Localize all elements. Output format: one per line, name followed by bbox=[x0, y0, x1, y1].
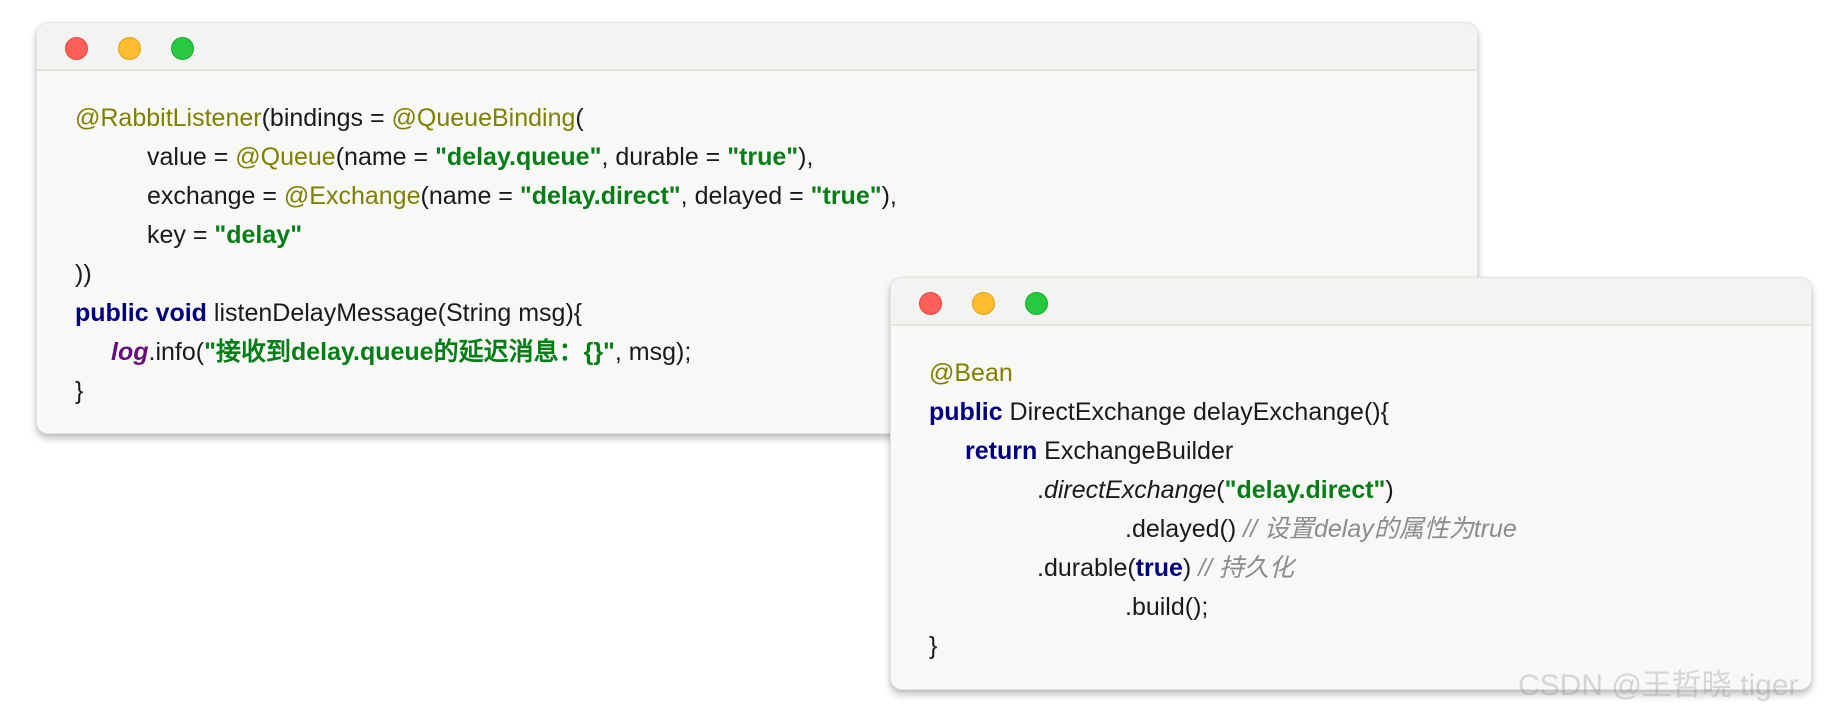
code-text: . bbox=[1037, 476, 1044, 504]
code-text: } bbox=[929, 632, 938, 660]
minimize-button[interactable] bbox=[118, 37, 141, 60]
code-text: , msg); bbox=[614, 338, 692, 366]
close-button[interactable] bbox=[919, 292, 942, 315]
code-text: , delayed = bbox=[680, 182, 811, 210]
code-window-listener: @RabbitListener(bindings = @QueueBinding… bbox=[36, 22, 1478, 434]
code-line: .delayed() // 设置delay的属性为true bbox=[1125, 510, 1517, 549]
string-literal: "delay.queue" bbox=[435, 143, 602, 171]
code-text: (name = bbox=[335, 143, 436, 171]
watermark: CSDN @王哲晓 tiger bbox=[1518, 669, 1799, 702]
code-line: @Bean bbox=[929, 354, 1013, 393]
code-text: .delayed() bbox=[1125, 515, 1244, 543]
code-text: listenDelayMessage(String msg){ bbox=[206, 299, 583, 327]
code-text: key = bbox=[147, 221, 215, 249]
code-line: )) bbox=[75, 255, 92, 294]
code-text: ), bbox=[798, 143, 814, 171]
code-line: } bbox=[929, 627, 937, 666]
code-text: DirectExchange delayExchange(){ bbox=[1002, 398, 1389, 426]
code-block: @Bean public DirectExchange delayExchang… bbox=[929, 354, 1517, 660]
code-text: ExchangeBuilder bbox=[1037, 437, 1234, 465]
code-text: exchange = bbox=[147, 182, 284, 210]
code-line: @RabbitListener(bindings = @QueueBinding… bbox=[75, 99, 584, 138]
code-line: return ExchangeBuilder bbox=[965, 432, 1233, 471]
code-line: log.info("接收到delay.queue的延迟消息：{}", msg); bbox=[111, 333, 691, 372]
minimize-button[interactable] bbox=[972, 292, 995, 315]
annotation: @QueueBinding bbox=[391, 104, 576, 132]
keyword: public bbox=[75, 299, 149, 327]
string-literal: "true" bbox=[727, 143, 799, 171]
code-text: } bbox=[75, 377, 84, 405]
close-button[interactable] bbox=[65, 37, 88, 60]
string-literal: "接收到delay.queue的延迟消息：{}" bbox=[204, 338, 615, 366]
code-text: value = bbox=[147, 143, 236, 171]
keyword: true bbox=[1135, 554, 1183, 582]
code-text: ( bbox=[575, 104, 584, 132]
code-text: , durable = bbox=[601, 143, 728, 171]
string-literal: "true" bbox=[810, 182, 882, 210]
code-line: .directExchange("delay.direct") bbox=[1037, 471, 1394, 510]
code-block: @RabbitListener(bindings = @QueueBinding… bbox=[75, 99, 897, 405]
code-text: ( bbox=[1216, 476, 1225, 504]
annotation: @RabbitListener bbox=[75, 104, 262, 132]
code-line: public DirectExchange delayExchange(){ bbox=[929, 393, 1389, 432]
code-text bbox=[149, 299, 156, 327]
code-text: ), bbox=[881, 182, 897, 210]
annotation: @Queue bbox=[235, 143, 336, 171]
zoom-button[interactable] bbox=[171, 37, 194, 60]
field-reference: log bbox=[111, 338, 149, 366]
comment: // 设置delay的属性为true bbox=[1243, 515, 1517, 543]
code-text: ) bbox=[1385, 476, 1394, 504]
code-line: } bbox=[75, 372, 83, 411]
string-literal: "delay" bbox=[214, 221, 303, 249]
code-text: (bindings = bbox=[261, 104, 392, 132]
code-text: .durable( bbox=[1037, 554, 1136, 582]
code-line: value = @Queue(name = "delay.queue", dur… bbox=[147, 138, 813, 177]
code-text: (name = bbox=[420, 182, 520, 210]
code-window-exchange-bean: @Bean public DirectExchange delayExchang… bbox=[890, 277, 1812, 690]
keyword: void bbox=[155, 299, 207, 327]
keyword: return bbox=[965, 437, 1038, 465]
code-line: .durable(true) // 持久化 bbox=[1037, 549, 1294, 588]
annotation: @Bean bbox=[929, 359, 1013, 387]
string-literal: "delay.direct" bbox=[519, 182, 681, 210]
zoom-button[interactable] bbox=[1025, 292, 1048, 315]
comment: // 持久化 bbox=[1198, 554, 1295, 582]
code-text: ) bbox=[1182, 554, 1199, 582]
method-name: directExchange bbox=[1043, 476, 1217, 504]
code-text: .info( bbox=[148, 338, 205, 366]
code-line: exchange = @Exchange(name = "delay.direc… bbox=[147, 177, 897, 216]
code-line: key = "delay" bbox=[147, 216, 302, 255]
code-line: public void listenDelayMessage(String ms… bbox=[75, 294, 582, 333]
window-titlebar bbox=[37, 23, 1477, 71]
window-titlebar bbox=[891, 278, 1811, 326]
code-text: .build(); bbox=[1125, 593, 1209, 621]
string-literal: "delay.direct" bbox=[1224, 476, 1386, 504]
keyword: public bbox=[929, 398, 1003, 426]
code-line: .build(); bbox=[1125, 588, 1208, 627]
annotation: @Exchange bbox=[283, 182, 421, 210]
code-text: )) bbox=[75, 260, 92, 288]
